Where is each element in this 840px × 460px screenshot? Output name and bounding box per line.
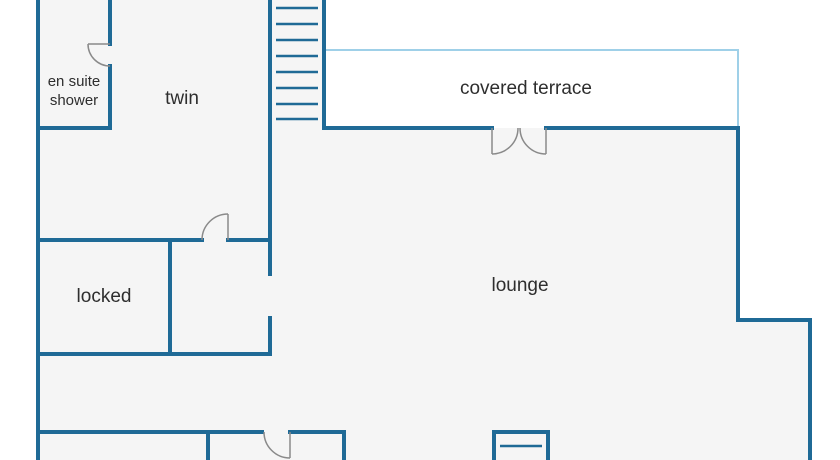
stair-floor bbox=[270, 0, 324, 128]
covered-terrace-outline bbox=[324, 49, 739, 128]
lounge-floor bbox=[270, 128, 738, 460]
floor-fills bbox=[38, 0, 810, 460]
lounge-label: lounge bbox=[491, 275, 548, 296]
en-suite-label-line1: en suite bbox=[48, 73, 101, 90]
locked-label: locked bbox=[77, 286, 132, 307]
terrace-double-door bbox=[491, 127, 547, 155]
covered-terrace-area bbox=[324, 50, 738, 128]
walls bbox=[36, 0, 812, 460]
doors bbox=[87, 43, 547, 459]
lounge-extension-floor bbox=[738, 320, 810, 460]
twin-door bbox=[201, 213, 229, 241]
twin-label: twin bbox=[165, 88, 199, 109]
staircase bbox=[276, 6, 318, 121]
covered-terrace-label: covered terrace bbox=[460, 78, 592, 99]
twin-floor bbox=[38, 0, 270, 460]
en-suite-label-line2: shower bbox=[50, 92, 98, 109]
en-suite-door bbox=[87, 43, 111, 67]
bottom-door bbox=[263, 431, 291, 459]
